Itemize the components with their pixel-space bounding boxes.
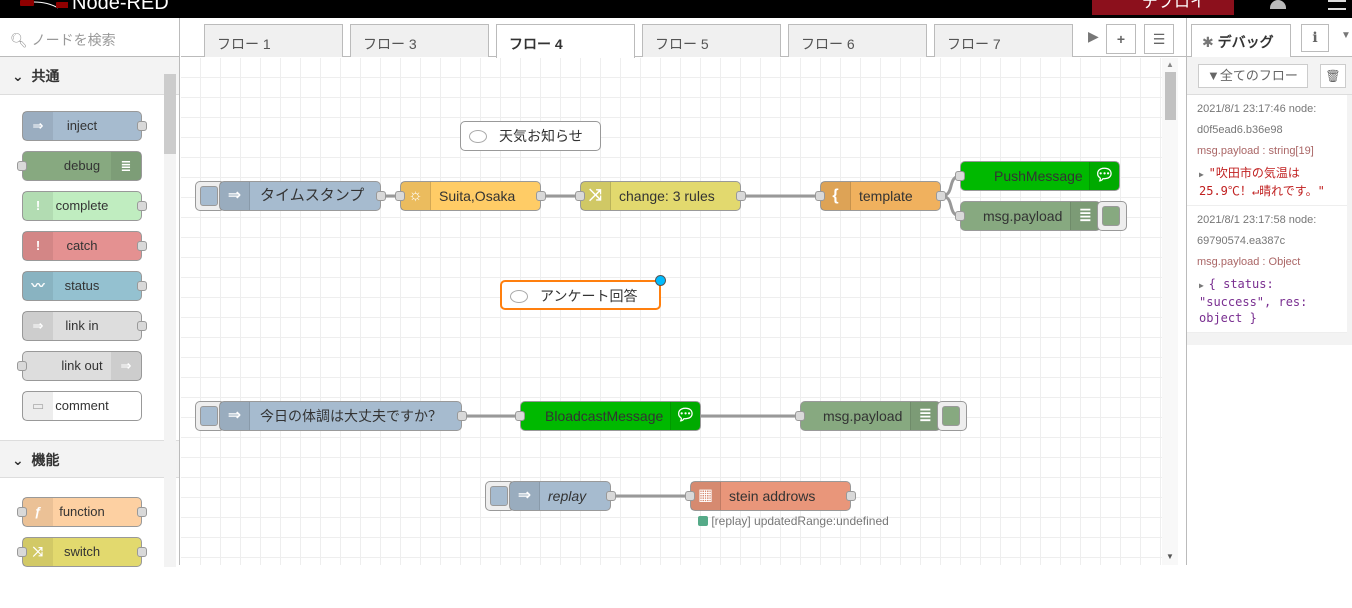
- template-node[interactable]: {template: [815, 181, 946, 211]
- status-dot-icon: [698, 516, 708, 526]
- arrow-icon: ⇒: [23, 112, 53, 140]
- clear-messages-button[interactable]: 🗑︎: [1320, 64, 1346, 88]
- debug-sidebar: ✱ デバッグ i ▼ ▼全てのフロー 🗑︎ 2021/8/1 23:17:46 …: [1186, 18, 1352, 565]
- search-icon: 🔍︎: [10, 32, 32, 48]
- palette-search-input[interactable]: 🔍︎ ノードを検索: [0, 18, 179, 57]
- app-title: Node-RED: [72, 0, 169, 14]
- comment-node-weather[interactable]: 天気お知らせ: [460, 121, 601, 151]
- palette-node-comment[interactable]: ▭comment: [22, 391, 142, 421]
- tab-flow-7[interactable]: フロー 7: [934, 24, 1073, 57]
- palette-node-link-out[interactable]: link out⇒: [17, 351, 142, 381]
- speech-bubble-icon: 💬︎: [670, 402, 700, 430]
- tab-flow-6[interactable]: フロー 6: [788, 24, 927, 57]
- tab-flow-4[interactable]: フロー 4: [496, 24, 635, 58]
- palette-scrollbar[interactable]: [164, 72, 176, 567]
- deploy-button[interactable]: デプロイ: [1092, 0, 1234, 15]
- push-message-node[interactable]: PushMessage💬︎: [955, 161, 1120, 191]
- node-status: [replay] updatedRange:undefined: [698, 514, 889, 528]
- expand-icon: ▶: [1199, 170, 1209, 179]
- pulse-icon: 〰: [23, 272, 53, 300]
- brace-icon: {: [821, 182, 851, 210]
- bug-icon: ✱: [1202, 34, 1218, 50]
- workspace-tabs: フロー 1 フロー 3 フロー 4 フロー 5 フロー 6 フロー 7 ▶ + …: [181, 18, 1186, 58]
- debug-message: 2021/8/1 23:17:58 node: 69790574.ea387c …: [1187, 206, 1347, 333]
- node-red-logo-icon: [20, 0, 68, 9]
- flow-list-button[interactable]: ☰: [1144, 24, 1174, 54]
- arrow-icon: ⇒: [220, 182, 250, 210]
- wires: [381, 174, 962, 498]
- arrow-icon: ⇒: [510, 482, 540, 510]
- arrow-icon: ⇒: [220, 402, 250, 430]
- palette-node-link-in[interactable]: ⇒link in: [22, 311, 147, 341]
- palette-node-debug[interactable]: debug≣: [17, 151, 142, 181]
- debug-node-2[interactable]: msg.payload≣: [795, 401, 941, 431]
- chevron-down-icon: ⌄: [12, 452, 32, 468]
- comment-icon: [510, 290, 528, 303]
- list-icon: ≣: [111, 152, 141, 180]
- tab-scroll-right-icon[interactable]: ▶: [1088, 28, 1099, 44]
- chevron-down-icon: ⌄: [12, 68, 32, 84]
- inject-node-timestamp[interactable]: ⇒タイムスタンプ: [219, 181, 386, 211]
- menu-icon[interactable]: [1328, 0, 1346, 10]
- exclamation-icon: !: [23, 232, 53, 260]
- debug-node-1[interactable]: msg.payload≣: [955, 201, 1101, 231]
- palette-node-status[interactable]: 〰status: [22, 271, 147, 301]
- tab-debug[interactable]: ✱ デバッグ: [1191, 24, 1291, 58]
- changed-indicator: [655, 275, 666, 286]
- debug-messages: 2021/8/1 23:17:46 node: d0f5ead6.b36e98 …: [1187, 95, 1352, 345]
- palette: 🔍︎ ノードを検索 ⌄ 共通 ⇒inject debug≣ !complete …: [0, 18, 180, 608]
- palette-node-catch[interactable]: !catch: [22, 231, 147, 261]
- palette-category-common[interactable]: ⌄ 共通: [0, 57, 179, 95]
- sun-icon: ☼: [401, 182, 431, 210]
- tab-flow-5[interactable]: フロー 5: [642, 24, 781, 57]
- palette-node-inject[interactable]: ⇒inject: [22, 111, 147, 141]
- link-out-icon: ⇒: [111, 352, 141, 380]
- canvas-scrollbar[interactable]: ▲▼: [1162, 58, 1178, 565]
- exclamation-icon: !: [23, 192, 53, 220]
- add-flow-button[interactable]: +: [1106, 24, 1136, 54]
- sidebar-menu-chevron-icon[interactable]: ▼: [1341, 30, 1351, 41]
- weather-node[interactable]: ☼Suita,Osaka: [395, 181, 546, 211]
- debug-toggle-button[interactable]: [1097, 201, 1127, 231]
- broadcast-message-node[interactable]: BloadcastMessage💬︎: [515, 401, 701, 431]
- function-icon: ƒ: [23, 498, 53, 526]
- tab-flow-3[interactable]: フロー 3: [350, 24, 489, 57]
- table-icon: ▦: [691, 482, 721, 510]
- list-icon: ≣: [1070, 202, 1100, 230]
- inject-node-health[interactable]: ⇒今日の体調は大丈夫ですか？: [219, 401, 467, 431]
- filter-icon: ▼: [1207, 68, 1220, 83]
- debug-message: 2021/8/1 23:17:46 node: d0f5ead6.b36e98 …: [1187, 95, 1347, 206]
- inject-node-replay[interactable]: ⇒replay: [509, 481, 616, 511]
- stein-addrows-node[interactable]: ▦stein addrows: [685, 481, 856, 511]
- switch-icon: ⤨: [23, 538, 53, 566]
- trash-icon: 🗑︎: [1325, 69, 1341, 83]
- header: Node-RED デプロイ: [0, 0, 1352, 18]
- tab-info[interactable]: i: [1301, 24, 1329, 52]
- flow-canvas[interactable]: 天気お知らせ アンケート回答 ⇒タイムスタンプ ☼Suita,Osaka ⤨ch…: [181, 58, 1162, 565]
- tab-flow-1[interactable]: フロー 1: [204, 24, 343, 57]
- palette-node-complete[interactable]: !complete: [22, 191, 147, 221]
- list-icon: ≣: [910, 402, 940, 430]
- user-icon[interactable]: [1270, 0, 1286, 9]
- palette-node-switch[interactable]: ⤨switch: [17, 537, 147, 567]
- comment-node-survey[interactable]: アンケート回答: [500, 275, 666, 310]
- debug-toggle-button[interactable]: [937, 401, 967, 431]
- comment-icon: ▭: [23, 392, 53, 420]
- expand-icon: ▶: [1199, 281, 1209, 290]
- link-in-icon: ⇒: [23, 312, 53, 340]
- shuffle-icon: ⤨: [581, 182, 611, 210]
- comment-icon: [469, 130, 487, 143]
- change-node[interactable]: ⤨change: 3 rules: [575, 181, 746, 211]
- palette-category-function[interactable]: ⌄ 機能: [0, 440, 179, 478]
- speech-bubble-icon: 💬︎: [1089, 162, 1119, 190]
- palette-category-common-body: ⇒inject debug≣ !complete !catch 〰status …: [0, 95, 179, 440]
- filter-flows-button[interactable]: ▼全てのフロー: [1198, 64, 1308, 88]
